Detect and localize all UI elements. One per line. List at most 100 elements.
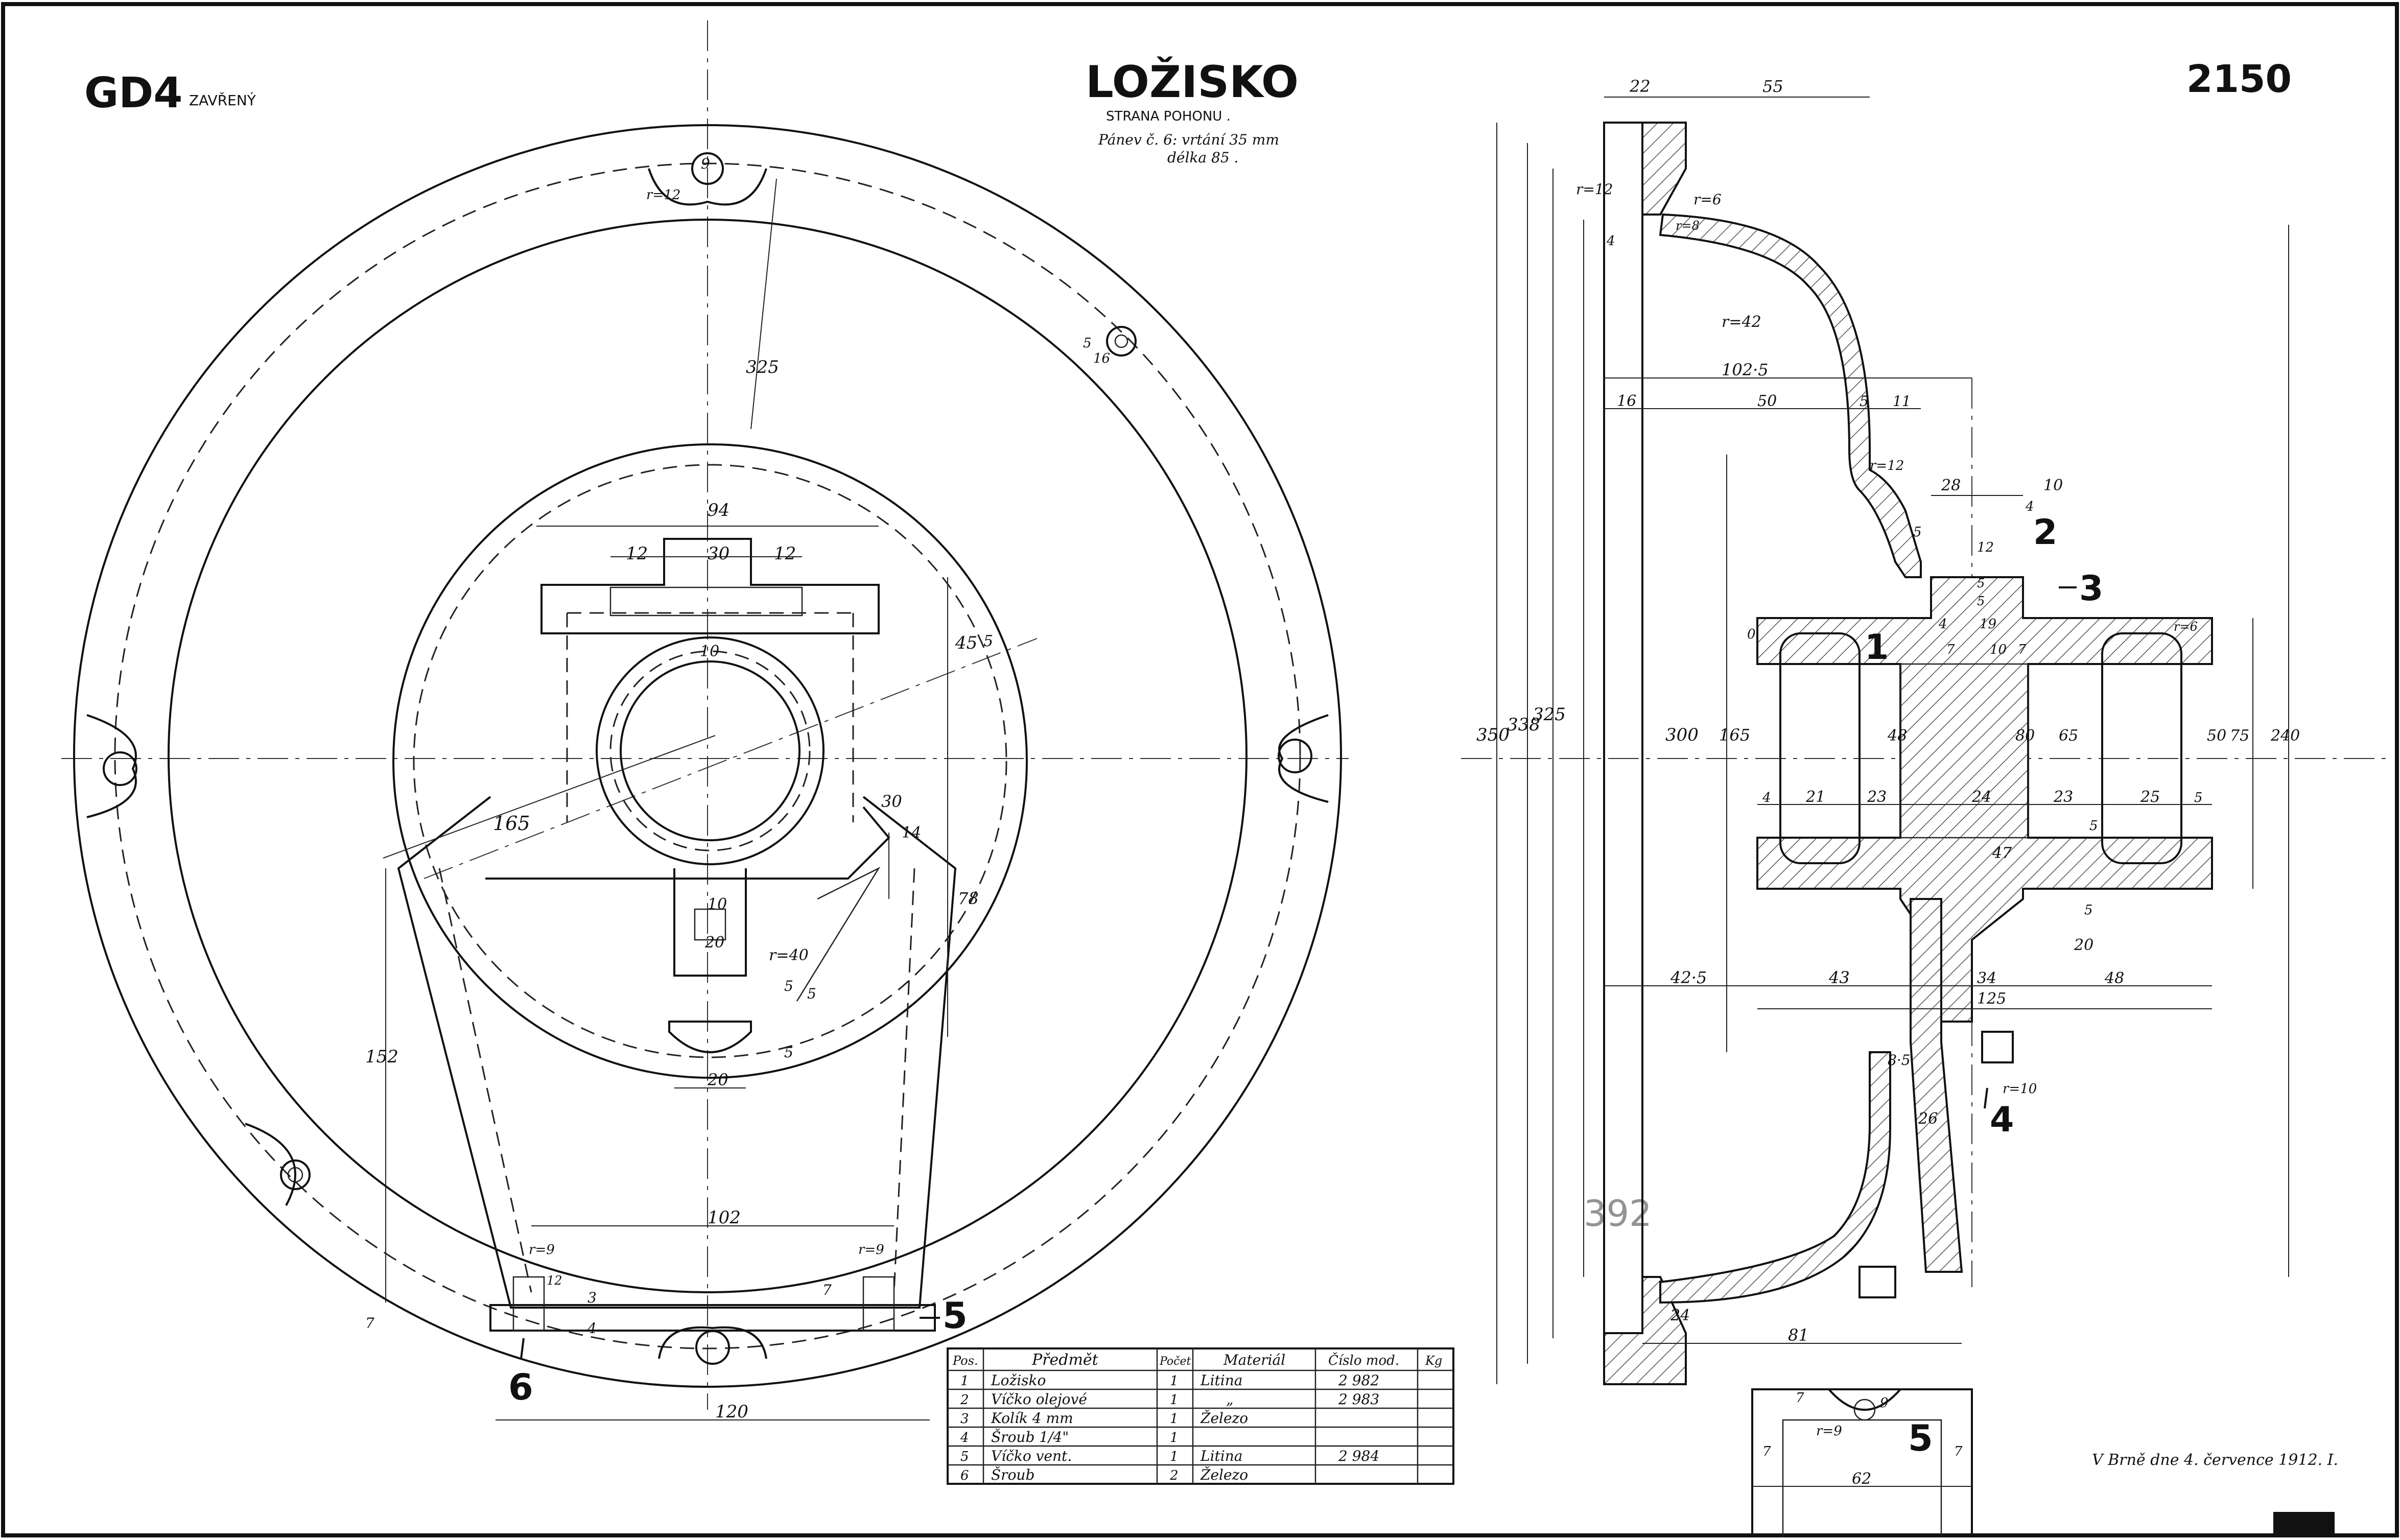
signature-line: V Brně dne 4. července 1912. I. [2092,1451,2338,1469]
dim-label: 48 [1887,727,1907,745]
dim-label: 325 [746,357,779,377]
cell: Železo [1200,1410,1248,1427]
cell: Železo [1200,1466,1248,1483]
dim-label: 10 [2043,477,2063,494]
cell: 6 [960,1468,969,1483]
dim-label: 78 [958,889,979,908]
dim-label: 9 [701,155,710,172]
dim-label: 120 [715,1402,748,1422]
dim-label: 16 [1093,351,1110,366]
drawing-title: LOŽISKO [1086,56,1299,108]
dim-label: 5 [807,985,816,1002]
dim-label: r=42 [1722,313,1761,331]
cell: 1 [960,1373,969,1389]
bolt-circle [114,162,1301,1349]
dim-label: r=6 [1693,191,1722,208]
dim-label: 5 [784,1044,793,1061]
dim-label: 7 [1796,1390,1804,1406]
boss-inner-ring [413,464,1007,1058]
callout-6: 6 [508,1366,533,1408]
table-row: 3 Kolík 4 mm 1 Železo [960,1410,1248,1427]
section-view-dimensions [1496,97,2289,1384]
bearing-note-1: Pánev č. 6: vrtání 35 mm [1098,131,1279,148]
flange-bolt-holes [103,152,1312,1365]
dim-label: 24 [1670,1307,1690,1324]
dim-label: 350 [1476,725,1510,745]
dim-label: 45 [955,633,977,653]
dim-label: 0 [1747,627,1756,642]
corner-tab [2273,1512,2335,1537]
dim-label: 12 [626,543,648,564]
cell: Ložisko [991,1372,1046,1389]
dim-label: 5 [1913,525,1922,540]
dim-label: 75 [2230,727,2249,745]
dim-label: r=8 [1676,219,1700,233]
cell: 1 [1170,1449,1179,1464]
drawing-subtitle: STRANA POHONU . [1106,109,1231,124]
dim-label: r=9 [1816,1424,1842,1439]
dim-label: 7 [2018,642,2027,657]
dim-label: 4 [1606,233,1615,249]
drawing-number: 2150 [2186,57,2292,101]
dim-label: 102 [708,1207,741,1228]
dim-label: 28 [1941,477,1961,494]
dim-label: 20 [704,934,724,952]
cell: 2 983 [1338,1391,1379,1408]
dim-label: 4 [2025,499,2034,514]
dim-label: 102·5 [1722,360,1769,380]
dim-label: 152 [365,1047,398,1067]
dim-label: 12 [547,1273,562,1288]
dim-label: 24 [1971,788,1991,806]
cell: 3 [960,1411,969,1427]
shaft-bore [620,660,801,841]
cell: Víčko olejové [991,1391,1087,1408]
callout-1: 1 [1865,627,1889,668]
dim-label: r=9 [858,1242,884,1258]
dim-label: r=12 [646,187,680,203]
bearing-note-2: délka 85 . [1167,149,1238,166]
dim-label: 7 [1946,642,1955,657]
dim-label: 10 [708,895,727,913]
dim-label: 5 [2084,903,2093,918]
dim-label: 5 [1977,594,1985,608]
dim-label: 3 [587,1289,597,1306]
dim-label: 47 [1992,844,2012,862]
callout-2: 2 [2033,512,2057,553]
cell: Šroub 1/4" [991,1428,1069,1446]
dim-label: 4 [1762,790,1771,805]
dim-label: 81 [1788,1325,1809,1345]
dim-label: 94 [708,500,730,520]
col-header-item: Předmět [1031,1351,1099,1369]
cell: Kolík 4 mm [991,1410,1073,1427]
dim-label: 19 [1980,617,1996,632]
col-header-material: Materiál [1223,1352,1285,1368]
dim-label: 11 [1893,393,1911,410]
cell: 5 [960,1449,969,1464]
dim-label: 5 [1083,336,1092,351]
front-view: 94 12 30 12 10 45 5 165 30 14 78 10 20 r… [61,20,1349,1422]
dim-label: 16 [1617,392,1636,410]
dim-label: 26 [1918,1110,1938,1128]
dim-label: 4 [1938,617,1947,632]
cell: 2 [960,1392,969,1408]
upper-shell-section [1659,213,1922,578]
table-row: 2 Víčko olejové 1 „ 2 983 [960,1391,1379,1408]
cell: Šroub [991,1466,1034,1483]
dim-label: 9 [1880,1395,1889,1411]
dim-label: 23 [2053,788,2073,806]
dim-label: 14 [902,824,921,842]
dim-label: 5 [784,978,793,994]
detail-view-vent-cover: 7 r=9 9 7 7 62 5 [1751,1388,1973,1537]
table-row: 4 Šroub 1/4" 1 [960,1428,1179,1446]
dim-label: 5 [1977,576,1985,590]
section-view-dim-labels: 22 55 r=12 4 r=6 r=8 r=42 102·5 16 50 5 … [1476,77,2300,1345]
outer-flange-edge [73,124,1342,1388]
col-header-model-no: Číslo mod. [1328,1352,1399,1368]
title-block-header: GD4 ZAVŘENÝ LOŽISKO STRANA POHONU . Páne… [84,56,2292,166]
front-view-dim-labels: 94 12 30 12 10 45 5 165 30 14 78 10 20 r… [365,155,1110,1422]
dim-label: r=10 [2003,1081,2037,1097]
cell: 4 [960,1430,969,1446]
dim-label: 25 [2140,788,2160,806]
